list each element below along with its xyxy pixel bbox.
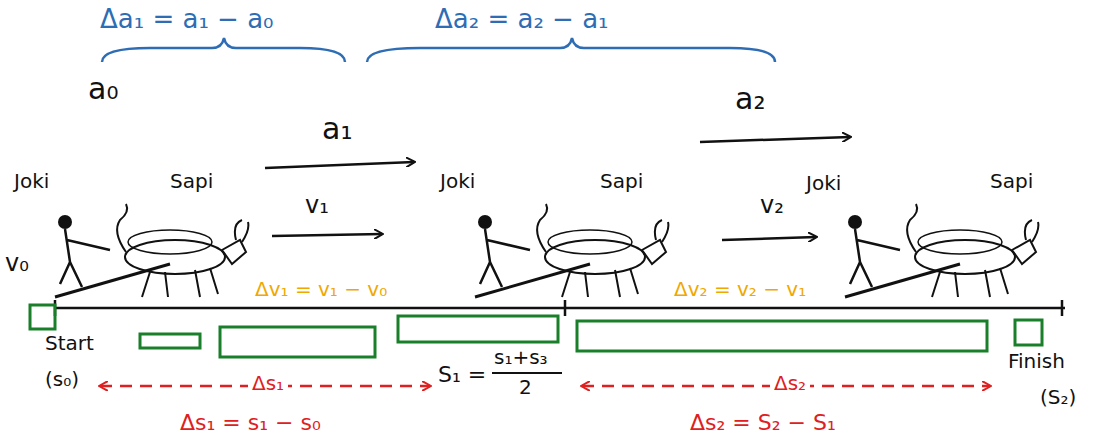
track-line xyxy=(55,307,1065,310)
velocity-change-formula: Δv₂ = v₂ − v₁ xyxy=(674,278,806,301)
cow-label: Sapi xyxy=(990,170,1033,193)
displacement-formula: Δs₂ = S₂ − S₁ xyxy=(690,410,836,435)
displacement-label: Δs₂ xyxy=(770,372,810,395)
velocity-symbol: v₂ xyxy=(760,192,784,220)
cow-team-drawing xyxy=(475,204,668,297)
fraction-numerator: s₁+s₃ xyxy=(494,346,548,369)
fraction-bar xyxy=(492,372,562,374)
finish-label: Finish xyxy=(1008,350,1065,373)
acceleration-symbol: a₀ xyxy=(88,72,118,107)
velocity-symbol: v₀ xyxy=(5,250,29,278)
acceleration-change-formula: Δa₁ = a₁ − a₀ xyxy=(100,5,273,35)
brace xyxy=(102,38,345,62)
track-tick xyxy=(55,300,1062,316)
position-symbol: (S₂) xyxy=(1040,386,1076,409)
position-symbol: (s₀) xyxy=(45,368,79,391)
empty-answer-box xyxy=(577,321,987,351)
acceleration-arrow xyxy=(265,162,414,168)
cow-team-drawing xyxy=(55,204,248,297)
midpoint-formula: S₁ = xyxy=(438,362,486,387)
empty-answer-box xyxy=(30,305,55,329)
cow-label: Sapi xyxy=(170,170,213,193)
displacement-formula: Δs₁ = s₁ − s₀ xyxy=(180,410,321,435)
cow-team-drawing xyxy=(845,204,1038,297)
velocity-symbol: v₁ xyxy=(305,192,329,220)
jockey-label: Joki xyxy=(440,170,475,193)
cow-label: Sapi xyxy=(600,170,643,193)
empty-answer-box xyxy=(398,316,558,342)
acceleration-arrow xyxy=(700,137,850,142)
displacement-label: Δs₁ xyxy=(248,372,288,395)
empty-answer-box xyxy=(1015,320,1042,345)
acceleration-symbol: a₂ xyxy=(735,82,765,117)
empty-answer-box xyxy=(140,334,200,348)
velocity-change-formula: Δv₁ = v₁ − v₀ xyxy=(255,278,387,301)
fraction-denominator: 2 xyxy=(519,376,532,399)
acceleration-change-formula: Δa₂ = a₂ − a₁ xyxy=(435,5,608,35)
jockey-label: Joki xyxy=(14,170,49,193)
start-label: Start xyxy=(45,332,94,355)
velocity-arrow xyxy=(272,234,382,236)
empty-answer-box xyxy=(220,327,375,357)
jockey-label: Joki xyxy=(806,172,841,195)
brace xyxy=(367,38,775,62)
acceleration-symbol: a₁ xyxy=(322,112,352,147)
velocity-arrow xyxy=(722,237,816,240)
